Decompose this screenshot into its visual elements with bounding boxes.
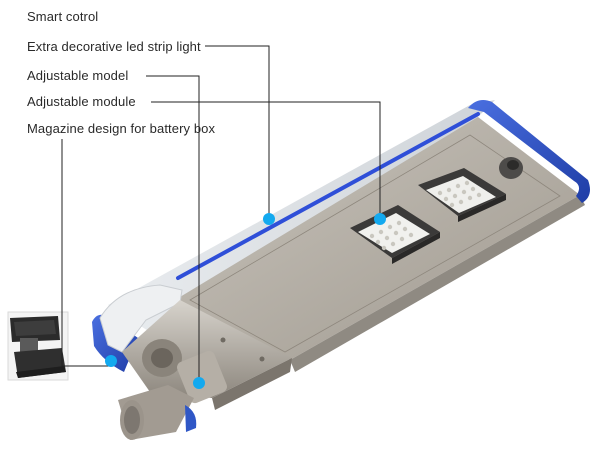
mount-bracket-side — [212, 358, 292, 410]
led-module-rear — [418, 168, 506, 222]
leader-led-strip — [205, 45, 270, 219]
pole-adapter-cap — [185, 405, 197, 432]
joint-collar — [177, 350, 227, 404]
callout-markers — [105, 213, 386, 389]
leader-lines — [61, 45, 381, 383]
label-adjustable-model: Adjustable model — [27, 68, 129, 83]
leader-adjustable-model — [146, 75, 200, 383]
label-led-strip: Extra decorative led strip light — [27, 39, 201, 54]
callout-dot-magazine-design — [105, 355, 117, 367]
led-strip — [176, 112, 480, 280]
label-magazine-design: Magazine design for battery box — [27, 121, 216, 136]
plate-inner-outline — [189, 134, 561, 353]
callout-dot-adjustable-model — [193, 377, 205, 389]
leader-magazine-design — [61, 139, 111, 367]
lamp-lower-face — [290, 195, 585, 372]
callout-dot-led-strip — [263, 213, 275, 225]
left-housing — [99, 284, 183, 353]
label-adjustable-module: Adjustable module — [27, 94, 136, 109]
right-end-cap — [468, 100, 590, 203]
leader-adjustable-module — [151, 101, 381, 219]
battery-box-thumbnail — [7, 311, 69, 381]
label-smart-control: Smart cotrol — [27, 9, 99, 24]
callout-dot-adjustable-module — [374, 213, 386, 225]
